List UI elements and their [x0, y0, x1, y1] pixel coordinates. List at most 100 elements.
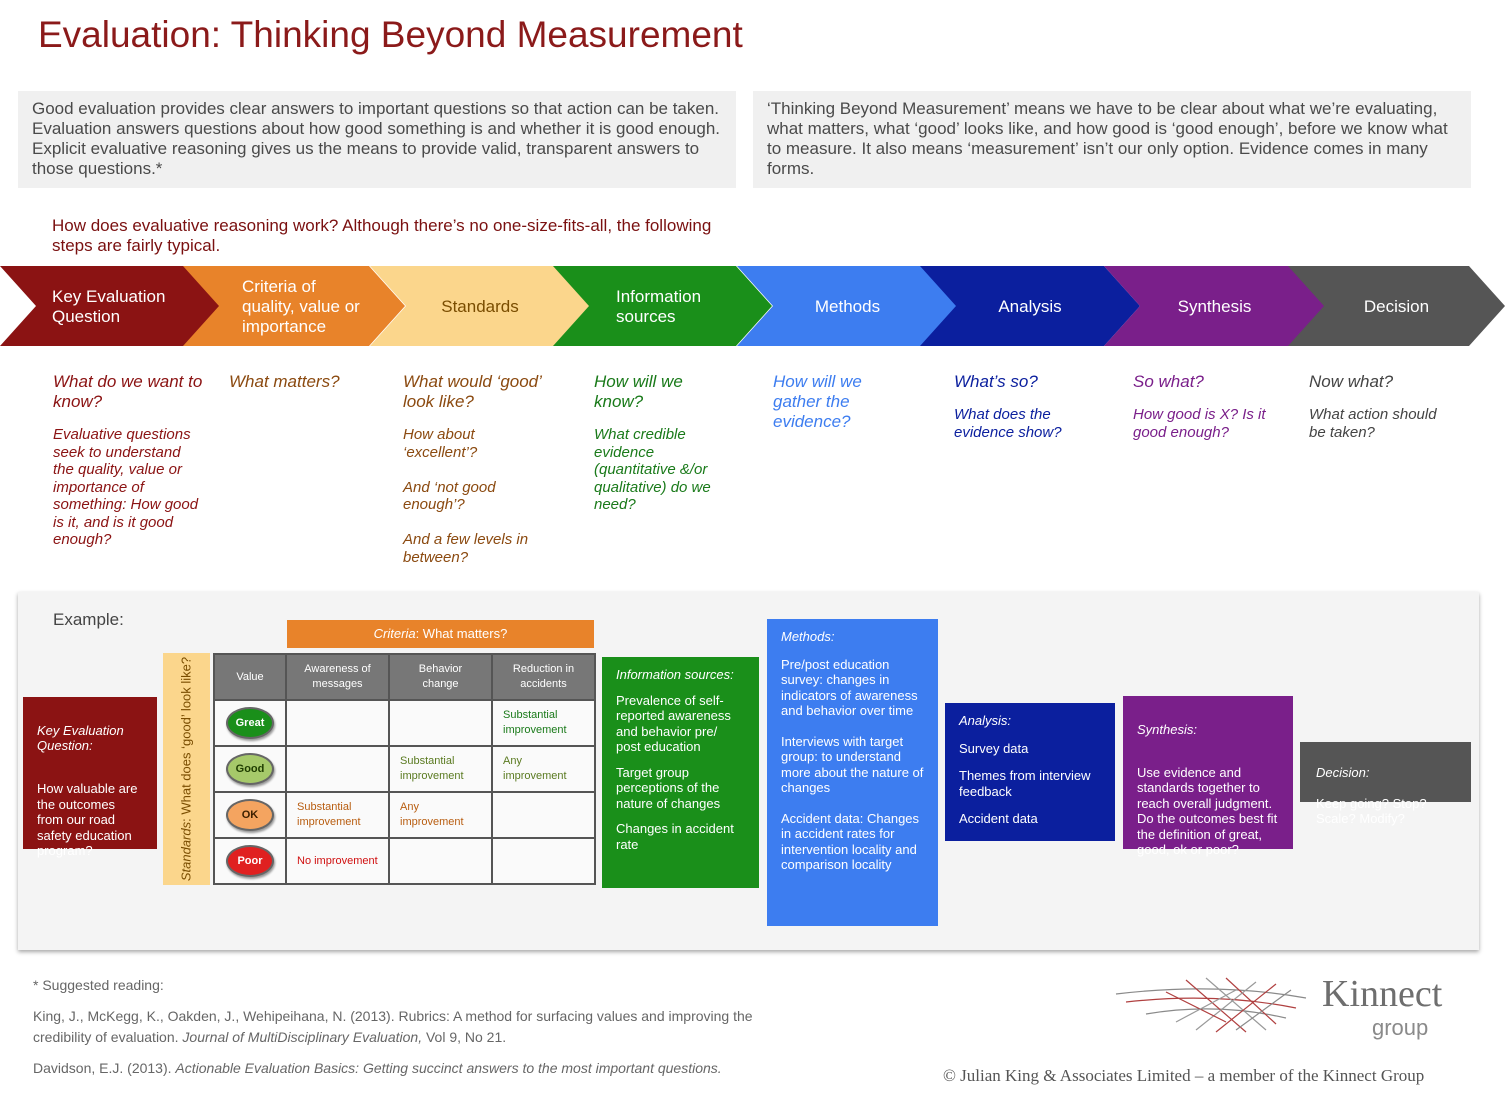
- references: * Suggested reading: King, J., McKegg, K…: [33, 975, 793, 1089]
- rubric-cell: [285, 745, 390, 793]
- step-description-1: What do we want to know? Evaluative quest…: [53, 372, 203, 549]
- page-title: Evaluation: Thinking Beyond Measurement: [38, 14, 743, 55]
- chevron-step-7: Synthesis: [1104, 266, 1325, 346]
- chevron-shape: [183, 266, 405, 346]
- example-information-sources: Information sources: Prevalence of self-r…: [602, 657, 759, 888]
- step-description-7: So what?How good is X? Is it good enough…: [1133, 372, 1273, 441]
- step-heading: What do we want to know?: [53, 372, 203, 411]
- rubric-cell: Any improvement: [491, 745, 596, 793]
- rubric-row: Poor No improvement: [213, 837, 596, 885]
- rubric-header-cell: Value: [213, 653, 287, 701]
- chevron-label: Standards: [441, 297, 519, 316]
- example-decision: Decision: Keep going? Stop? Scale? Modif…: [1300, 742, 1471, 826]
- step-heading: So what?: [1133, 372, 1204, 391]
- chevron-label: Criteria of: [242, 277, 316, 296]
- rubric-cell: No improvement: [285, 837, 390, 885]
- rubric-cell: Any improvement: [388, 791, 493, 839]
- kiq-body: How valuable are the outcomes from our r…: [37, 781, 138, 858]
- methods-item: Interviews with target group: to underst…: [781, 733, 924, 796]
- info-sources-item: Prevalence of self-reported awareness an…: [616, 692, 731, 755]
- step-heading: Now what?: [1309, 372, 1394, 391]
- rubric-level-cell: Great: [213, 699, 287, 747]
- rubric-level-cell: Poor: [213, 837, 287, 885]
- chevron-step-8: Decision: [1288, 266, 1505, 346]
- logo-sub: group: [1372, 1015, 1428, 1040]
- rubric-cell: [388, 837, 493, 885]
- example-synthesis: Synthesis: Use evidence and standards to…: [1123, 696, 1293, 857]
- synthesis-title: Synthesis:: [1137, 721, 1197, 737]
- evaluative-reasoning-question: How does evaluative reasoning work? Alth…: [52, 216, 712, 255]
- chevron-shape: [920, 266, 1140, 346]
- chevron-step-5: Methods: [737, 266, 958, 346]
- step-body: What action should be taken?: [1309, 406, 1437, 441]
- chevron-shape: [0, 266, 220, 346]
- methods-item: Pre/post education survey: changes in in…: [781, 656, 918, 719]
- decision-body: Keep going? Stop? Scale? Modify?: [1316, 795, 1427, 827]
- step-description-2: What matters?: [229, 372, 369, 406]
- rubric-header-cell: Behavior change: [388, 653, 493, 701]
- chevron-label: quality, value or: [242, 297, 360, 316]
- rubric-cell: [491, 837, 596, 885]
- decision-title: Decision:: [1316, 764, 1370, 780]
- step-description-5: How will we gather the evidence?: [773, 372, 913, 446]
- rubric-cell: [491, 791, 596, 839]
- step-heading: What matters?: [229, 372, 340, 391]
- chevron-shape: [737, 266, 958, 346]
- standards-prefix: Standards: [178, 821, 194, 882]
- example-key-evaluation-question: Key Evaluation Question: How valuable ar…: [23, 697, 157, 858]
- chevron-label: Synthesis: [1178, 297, 1252, 316]
- chevron-step-6: Analysis: [920, 266, 1140, 346]
- rubric-level-cell: OK: [213, 791, 287, 839]
- rubric-row: Great Substantial improvement: [213, 699, 596, 747]
- chevron-shape: [553, 266, 772, 346]
- info-sources-title: Information sources:: [616, 667, 734, 682]
- step-description-6: What’s so?What does the evidence show?: [954, 372, 1094, 441]
- synthesis-body: Use evidence and standards together to r…: [1137, 764, 1278, 858]
- step-heading: How will we know?: [594, 372, 683, 411]
- example-label: Example:: [53, 610, 124, 629]
- info-sources-item: Target group perceptions of the nature o…: [616, 764, 721, 811]
- reference-king: King, J., McKegg, K., Oakden, J., Wehipe…: [33, 1008, 753, 1045]
- criteria-prefix: Criteria: [373, 626, 416, 641]
- rubric-header-cell: Reduction in accidents: [491, 653, 596, 701]
- standards-label: Standards: What does ‘good’ look like?: [179, 654, 194, 884]
- chevron-label: Analysis: [998, 297, 1061, 316]
- rubric-level-cell: Good: [213, 745, 287, 793]
- methods-item: Accident data: Changes in accident rates…: [781, 810, 920, 873]
- level-pill-good: Good: [226, 753, 274, 785]
- intro-good-evaluation: Good evaluation provides clear answers t…: [18, 91, 736, 188]
- step-body: Evaluative questions seek to understand …: [53, 426, 199, 548]
- example-criteria-bar: Criteria: What matters?: [287, 620, 594, 648]
- level-pill-great: Great: [226, 707, 274, 739]
- step-heading: How will we gather the evidence?: [773, 372, 862, 431]
- chevron-label: Question: [52, 307, 120, 326]
- step-heading: What’s so?: [954, 372, 1038, 391]
- info-sources-item: Changes in accident rate: [616, 821, 734, 852]
- kiq-title: Key Evaluation Question:: [37, 722, 124, 754]
- reference-davidson: Davidson, E.J. (2013). Actionable Evalua…: [33, 1060, 722, 1076]
- chevron-label: Key Evaluation: [52, 287, 165, 306]
- kinnect-mesh-icon: [1115, 977, 1307, 1033]
- step-body: What credible evidence (quantitative &/o…: [594, 426, 711, 513]
- standards-suffix: : What does ‘good’ look like?: [178, 656, 194, 822]
- level-pill-poor: Poor: [226, 845, 274, 877]
- analysis-item: Themes from interview feedback: [959, 768, 1091, 799]
- chevron-label: importance: [242, 317, 326, 336]
- step-heading: What would ‘good’ look like?: [403, 372, 541, 411]
- level-pill-ok: OK: [226, 799, 274, 831]
- rubric-cell: [388, 699, 493, 747]
- chevron-label: Information: [616, 287, 701, 306]
- logo-name: Kinnect: [1322, 973, 1443, 1015]
- rubric-cell: Substantial improvement: [491, 699, 596, 747]
- rubric-cell: [285, 699, 390, 747]
- chevron-shape: [1104, 266, 1325, 346]
- methods-title: Methods:: [781, 629, 835, 644]
